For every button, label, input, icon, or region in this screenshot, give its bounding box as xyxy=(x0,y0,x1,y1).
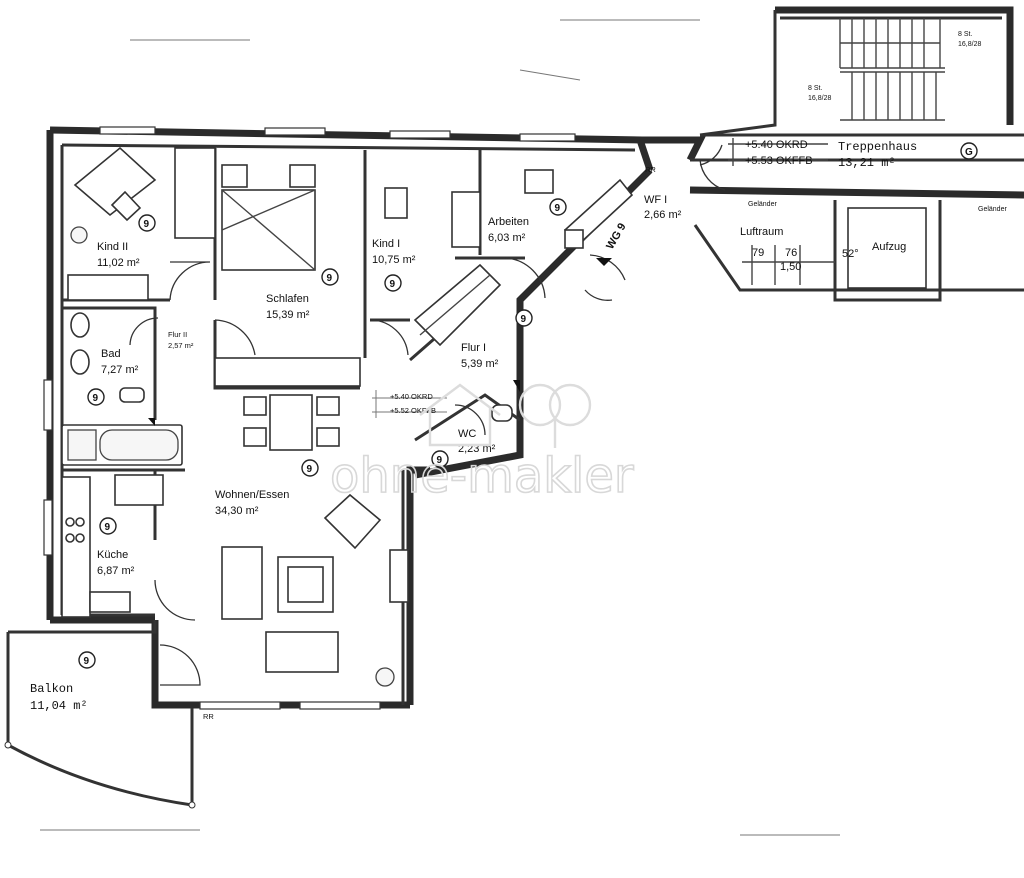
label-wg9: WG 9 xyxy=(604,221,628,251)
room-name-balkon: Balkon xyxy=(30,682,73,696)
room-name-wf1: WF I xyxy=(644,194,667,206)
room-labels: Kind II 11,02 m² Schlafen 15,39 m² Kind … xyxy=(30,140,917,713)
marker-schlafen: 9 xyxy=(321,268,339,286)
svg-text:9: 9 xyxy=(84,656,90,667)
level-okrd-mid: +5.40 OKRD xyxy=(390,392,433,401)
room-name-flur1: Flur I xyxy=(461,342,486,354)
svg-text:9: 9 xyxy=(327,273,333,284)
room-name-arbeiten: Arbeiten xyxy=(488,216,529,228)
room-name-wohnen: Wohnen/Essen xyxy=(215,489,289,501)
stair-b-count: 8 St. xyxy=(808,85,822,92)
room-name-kueche: Küche xyxy=(97,549,128,561)
door-swings xyxy=(129,254,626,686)
svg-text:9: 9 xyxy=(437,455,443,466)
stair-flight-lower xyxy=(840,71,945,121)
room-area-arbeiten: 6,03 m² xyxy=(488,232,526,244)
room-name-wc: WC xyxy=(458,428,476,440)
marker-wohnen: 9 xyxy=(301,459,319,477)
stair-annotations: 8 St. 16,8/28 8 St. 16,8/28 xyxy=(808,31,981,102)
level-okffb-mid: +5.52 OKFFB xyxy=(390,406,436,415)
room-name-bad: Bad xyxy=(101,348,121,360)
marker-flur1: 9 xyxy=(515,309,533,327)
room-area-kind1: 10,75 m² xyxy=(372,254,416,266)
room-name-kind2: Kind II xyxy=(97,241,128,253)
scan-artifacts xyxy=(40,19,840,836)
svg-text:9: 9 xyxy=(555,203,561,214)
label-rr-top: RR xyxy=(645,165,656,174)
room-name-treppenhaus: Treppenhaus xyxy=(838,140,917,154)
dim-150: 1,50 xyxy=(780,261,801,273)
stairwell xyxy=(689,6,1024,302)
label-gelaender-right: Geländer xyxy=(978,206,1007,213)
room-name-luftraum: Luftraum xyxy=(740,226,783,238)
watermark-text: ohne-makler xyxy=(330,448,634,504)
level-okffb-top: +5.53 OKFFB xyxy=(745,155,813,167)
stair-a-size: 16,8/28 xyxy=(958,41,981,48)
svg-text:9: 9 xyxy=(105,522,111,533)
label-rr-bottom: RR xyxy=(203,712,214,721)
room-name-kind1: Kind I xyxy=(372,238,400,250)
room-area-wohnen: 34,30 m² xyxy=(215,505,259,517)
angle-label: 52° xyxy=(842,248,859,260)
detector-markers: 9 9 9 9 9 9 9 9 9 9 G xyxy=(78,142,978,669)
room-area-balkon: 11,04 m² xyxy=(30,699,88,713)
svg-text:G: G xyxy=(965,147,973,158)
stair-b-size: 16,8/28 xyxy=(808,95,831,102)
balcony xyxy=(4,620,196,809)
stair-flight-upper xyxy=(839,18,945,69)
marker-kueche: 9 xyxy=(99,517,117,535)
marker-kind2: 9 xyxy=(138,214,156,232)
room-area-treppenhaus: 13,21 m² xyxy=(838,156,896,170)
watermark: ohne-makler xyxy=(329,383,635,505)
marker-kind1: 9 xyxy=(384,274,402,292)
level-annotations: +5.40 OKRD +5.53 OKFFB +5.40 OKRD +5.52 … xyxy=(372,138,828,418)
room-area-kind2: 11,02 m² xyxy=(97,257,140,269)
level-okrd-top: +5.40 OKRD xyxy=(745,139,808,151)
furniture xyxy=(61,146,634,687)
room-name-schlafen: Schlafen xyxy=(266,293,309,305)
svg-text:9: 9 xyxy=(144,219,150,230)
room-area-flur1: 5,39 m² xyxy=(461,358,499,370)
marker-bad: 9 xyxy=(87,388,105,406)
svg-text:9: 9 xyxy=(390,279,396,290)
room-name-flur2: Flur II xyxy=(168,330,187,339)
marker-stair-g: G xyxy=(960,142,978,160)
svg-text:9: 9 xyxy=(307,464,313,475)
stair-a-count: 8 St. xyxy=(958,31,972,38)
dim-76: 76 xyxy=(785,247,797,259)
room-area-bad: 7,27 m² xyxy=(101,364,139,376)
svg-text:9: 9 xyxy=(93,393,99,404)
dim-79: 79 xyxy=(752,247,764,259)
label-gelaender-left: Geländer xyxy=(748,201,777,208)
svg-text:9: 9 xyxy=(521,314,527,325)
windows xyxy=(43,126,576,710)
room-area-kueche: 6,87 m² xyxy=(97,565,135,577)
room-area-schlafen: 15,39 m² xyxy=(266,309,310,321)
room-area-wf1: 2,66 m² xyxy=(644,209,682,221)
room-name-aufzug: Aufzug xyxy=(872,241,906,253)
marker-arbeiten: 9 xyxy=(549,198,567,216)
marker-wc: 9 xyxy=(431,450,449,468)
room-area-flur2: 2,57 m² xyxy=(168,341,194,350)
marker-balkon: 9 xyxy=(78,651,96,669)
